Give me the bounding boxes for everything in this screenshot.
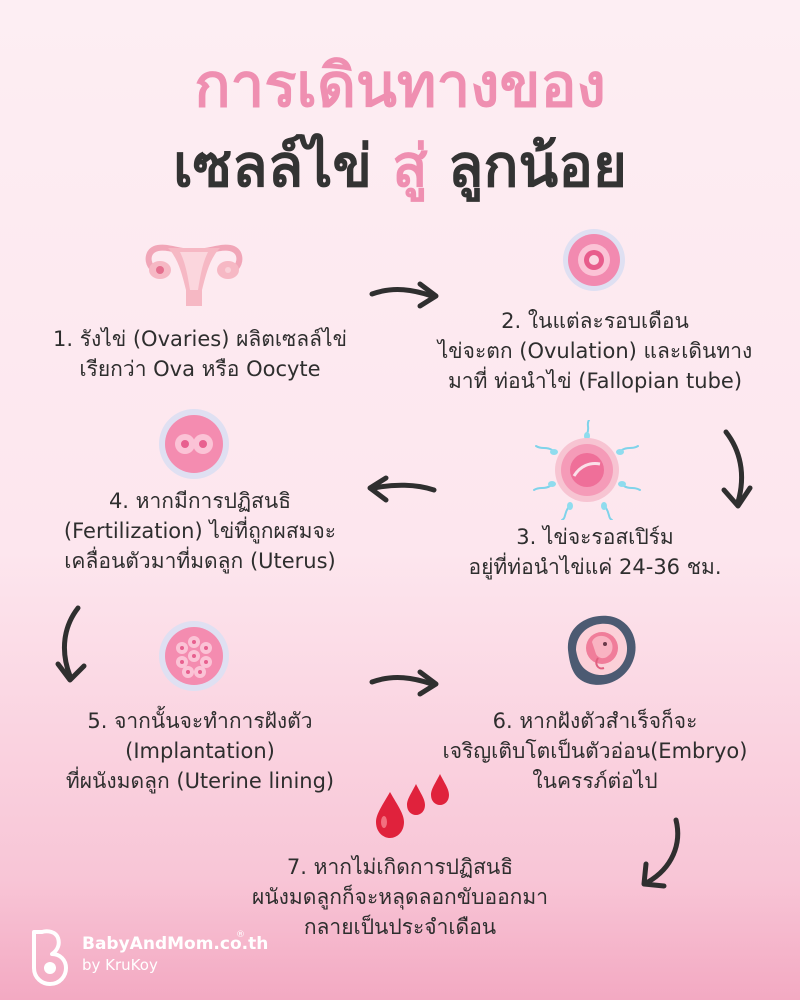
step-1: 1. รังไข่ (Ovaries) ผลิตเซลล์ไข่ เรียกว่… (20, 324, 380, 384)
step-2-line-3: มาที่ ท่อนำไข่ (Fallopian tube) (447, 369, 743, 393)
step-7-line-2: ผนังมดลูกก็จะหลุดลอกขับออกมา (251, 885, 549, 909)
step-3-line-2: อยู่ที่ท่อนำไข่แค่ 24-36 ชม. (468, 555, 722, 579)
step-4-line-2: (Fertilization) ไข่ที่ถูกผสมจะ (63, 519, 337, 543)
title-line-2: เซลล์ไข่ สู่ ลูกน้อย (0, 128, 800, 204)
title-line-1: การเดินทางของ (194, 51, 606, 121)
step-5-line-2: (Implantation) (125, 739, 275, 763)
step-6-line-3: ในครรภ์ต่อไป (532, 769, 658, 793)
step-2-line-2: ไข่จะตก (Ovulation) และเดินทาง (437, 339, 753, 363)
step-4-line-1: 4. หากมีการปฏิสนธิ (108, 489, 292, 513)
embryo-icon (567, 615, 636, 685)
brand-mark-icon (32, 929, 68, 986)
step-6-line-1: 6. หากฝังตัวสำเร็จก็จะ (492, 709, 698, 733)
title-part-2: ลูกน้อย (427, 132, 628, 200)
step-2: 2. ในแต่ละรอบเดือน ไข่จะตก (Ovulation) แ… (400, 306, 790, 396)
title-part-1: เซลล์ไข่ (172, 132, 393, 200)
uterus-ovaries-icon (145, 244, 243, 306)
arrow-down-left (55, 605, 87, 683)
fertilized-egg-icon (159, 409, 229, 479)
title-accent: สู่ (392, 132, 428, 200)
ovum-ring-icon (563, 229, 625, 291)
brand-logo[interactable]: BabyAndMom.co.th ® by KruKoy (22, 928, 268, 988)
step-4-line-3: เคลื่อนตัวมาที่มดลูก (Uterus) (64, 549, 336, 573)
arrow-down-left-2 (641, 817, 681, 889)
step-2-line-1: 2. ในแต่ละรอบเดือน (501, 309, 689, 333)
step-1-line-2: เรียกว่า Ova หรือ Oocyte (79, 357, 321, 381)
step-5-line-3: ที่ผนังมดลูก (Uterine lining) (65, 769, 335, 793)
arrow-left (367, 475, 437, 503)
brand-name: BabyAndMom.co.th (82, 934, 269, 954)
step-5-line-1: 5. จากนั้นจะทำการฝังตัว (87, 709, 313, 733)
step-4: 4. หากมีการปฏิสนธิ (Fertilization) ไข่ที… (10, 486, 390, 576)
sperm-egg-icon (533, 420, 641, 520)
step-6: 6. หากฝังตัวสำเร็จก็จะ เจริญเติบโตเป็นตั… (400, 706, 790, 796)
step-1-line-1: 1. รังไข่ (Ovaries) ผลิตเซลล์ไข่ (53, 327, 347, 351)
step-3: 3. ไข่จะรอสเปิร์ม อยู่ที่ท่อนำไข่แค่ 24-… (410, 522, 780, 582)
registered-mark: ® (236, 930, 245, 940)
step-3-line-1: 3. ไข่จะรอสเปิร์ม (516, 525, 674, 549)
blood-drops-icon (376, 774, 449, 838)
blastocyst-icon (159, 621, 229, 691)
step-6-line-2: เจริญเติบโตเป็นตัวอ่อน(Embryo) (442, 739, 748, 763)
step-5: 5. จากนั้นจะทำการฝังตัว (Implantation) ท… (10, 706, 390, 796)
arrow-down-right (721, 429, 753, 509)
brand-byline: by KruKoy (82, 956, 158, 974)
step-7-line-3: กลายเป็นประจำเดือน (303, 915, 497, 939)
step-7: 7. หากไม่เกิดการปฏิสนธิ ผนังมดลูกก็จะหลุ… (200, 852, 600, 942)
arrow-right-2 (369, 669, 439, 697)
arrow-right-1 (369, 281, 439, 309)
step-7-line-1: 7. หากไม่เกิดการปฏิสนธิ (286, 855, 514, 879)
